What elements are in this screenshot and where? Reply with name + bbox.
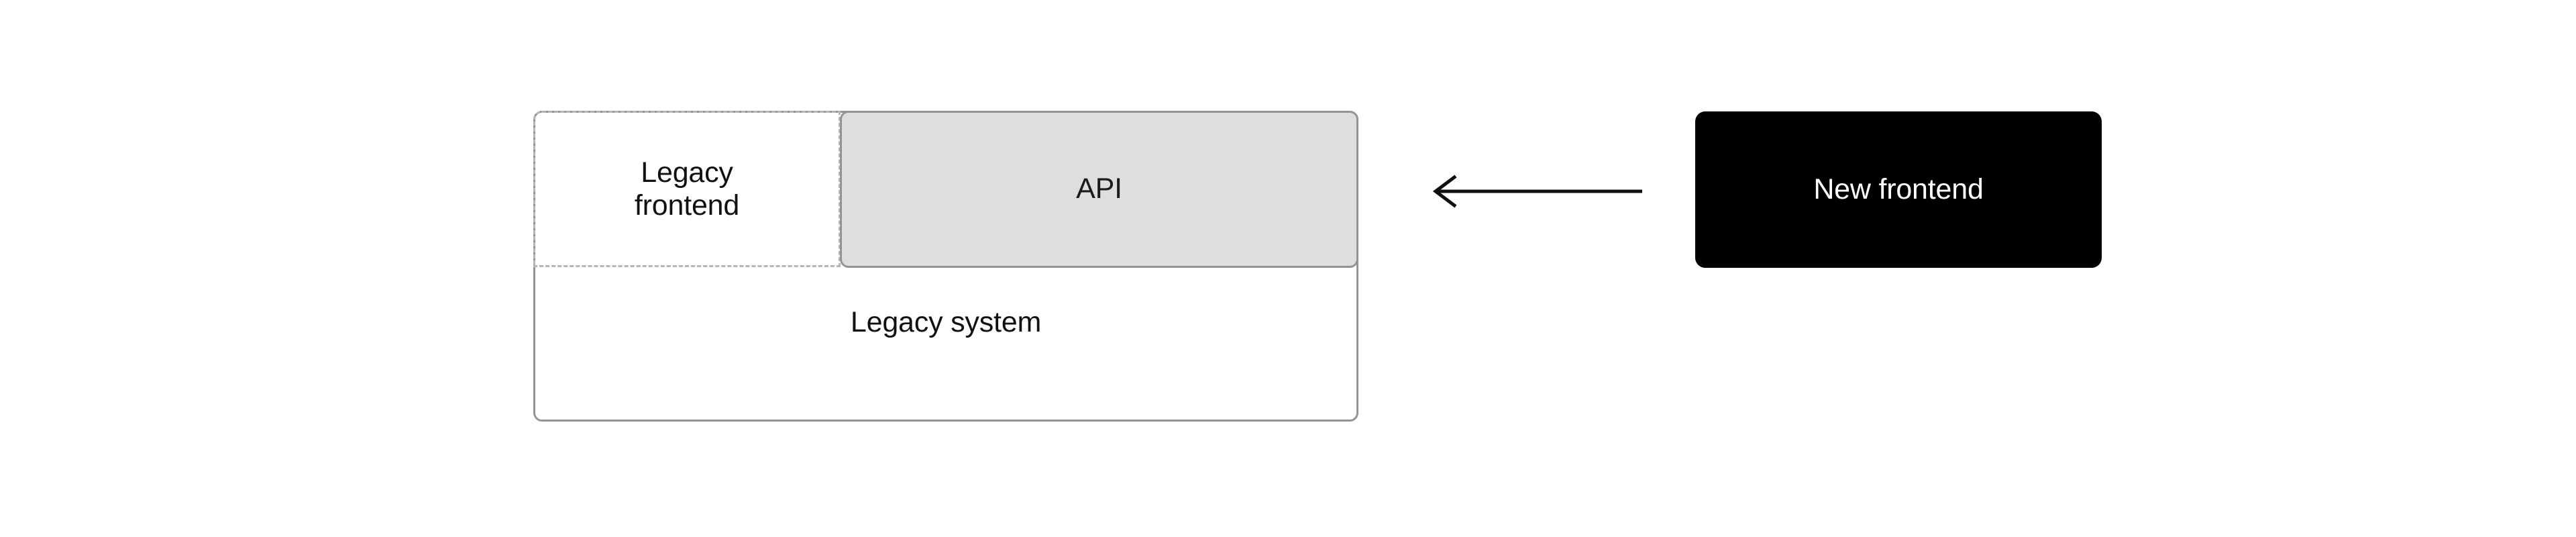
node-legacy-frontend[interactable]: Legacy frontend — [533, 111, 841, 267]
node-api-label: API — [1076, 173, 1122, 205]
arrow-head-icon — [1432, 175, 1457, 208]
node-legacy-frontend-label: Legacy frontend — [634, 156, 740, 222]
node-api[interactable]: API — [840, 111, 1358, 268]
node-new-frontend[interactable]: New frontend — [1695, 111, 2102, 268]
node-new-frontend-label: New frontend — [1813, 173, 1984, 205]
new-frontend-to-api-arrow — [1432, 175, 1642, 208]
node-legacy-system-label: Legacy system — [850, 306, 1042, 338]
